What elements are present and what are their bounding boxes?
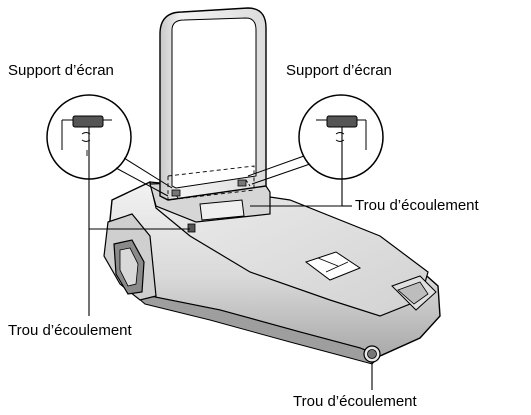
zoom-connectors xyxy=(115,155,311,197)
flip-screen xyxy=(159,7,267,201)
label-drain-left: Trou d’écoulement xyxy=(8,322,132,339)
leader-lines xyxy=(88,127,373,390)
zoom-circle-right xyxy=(298,94,384,180)
label-support-right: Support d’écran xyxy=(286,62,392,79)
label-drain-bottom: Trou d’écoulement xyxy=(293,393,417,410)
label-support-left: Support d’écran xyxy=(8,62,114,79)
label-drain-right: Trou d’écoulement xyxy=(355,197,479,214)
